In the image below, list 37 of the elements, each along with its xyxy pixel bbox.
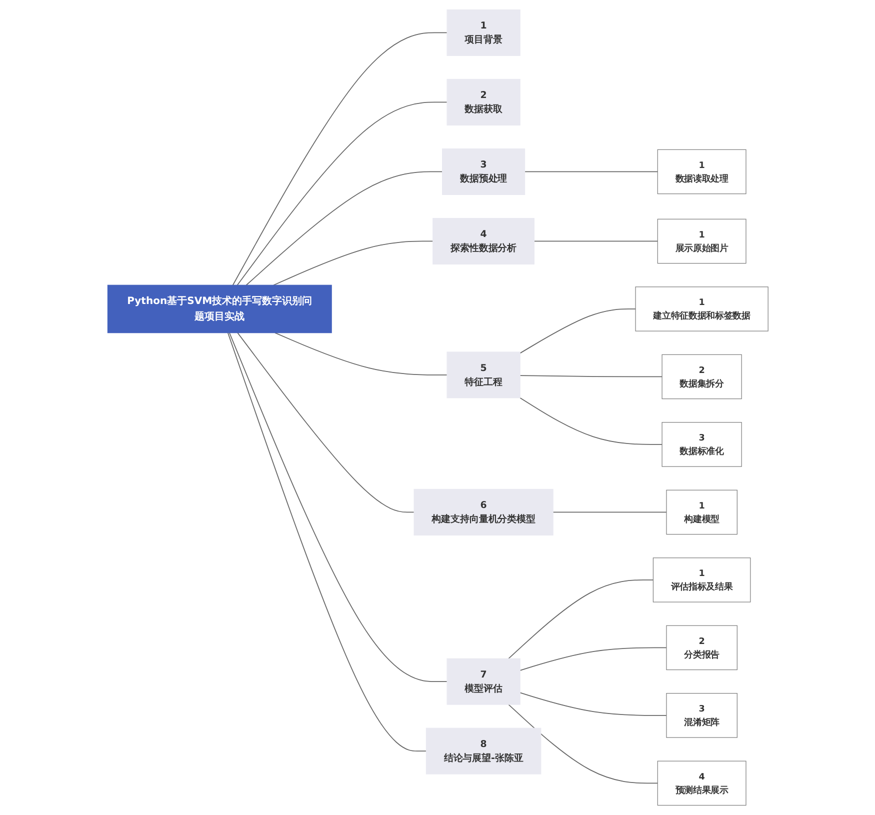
node-box: 1 项目背景 — [446, 9, 520, 56]
node-box: 3 数据预处理 — [442, 148, 525, 195]
node-box: 8 结论与展望-张陈亚 — [426, 728, 541, 774]
connector — [533, 240, 658, 242]
connector — [508, 704, 658, 784]
connector — [228, 332, 448, 682]
node-box: 3 混淆矩阵 — [666, 693, 738, 738]
node-box: 7 模型评估 — [446, 658, 520, 705]
connector — [245, 171, 442, 286]
connector — [519, 647, 666, 671]
node-box: 2 分类报告 — [666, 625, 738, 670]
connector — [232, 32, 448, 286]
connector — [227, 332, 426, 752]
connector — [524, 171, 658, 172]
connector — [274, 332, 448, 376]
connector — [236, 332, 414, 513]
node-box: 1 建立特征数据和标签数据 — [634, 286, 768, 332]
connector — [519, 375, 662, 378]
node-box: 1 评估指标及结果 — [652, 558, 750, 602]
connector — [519, 397, 662, 445]
node-box: 3 数据标准化 — [661, 422, 742, 467]
node-box: 2 数据集拆分 — [661, 354, 742, 400]
connector — [272, 240, 433, 286]
node-box: 6 构建支持向量机分类模型 — [413, 488, 553, 536]
node-box: Python基于SVM技术的手写数字识别问题项目实战 — [107, 284, 332, 334]
node-box: 1 构建模型 — [666, 490, 738, 535]
node-box: 4 预测结果展示 — [656, 760, 746, 806]
node-box: 5 特征工程 — [446, 352, 520, 398]
node-box: 4 探索性数据分析 — [432, 218, 534, 264]
connector — [519, 692, 666, 716]
connector — [519, 308, 636, 354]
node-box: 1 展示原始图片 — [656, 218, 746, 264]
connector — [552, 512, 666, 513]
node-box: 2 数据获取 — [446, 78, 520, 126]
node-box: 1 数据读取处理 — [656, 149, 746, 194]
connector — [508, 580, 654, 660]
connector — [236, 102, 448, 286]
